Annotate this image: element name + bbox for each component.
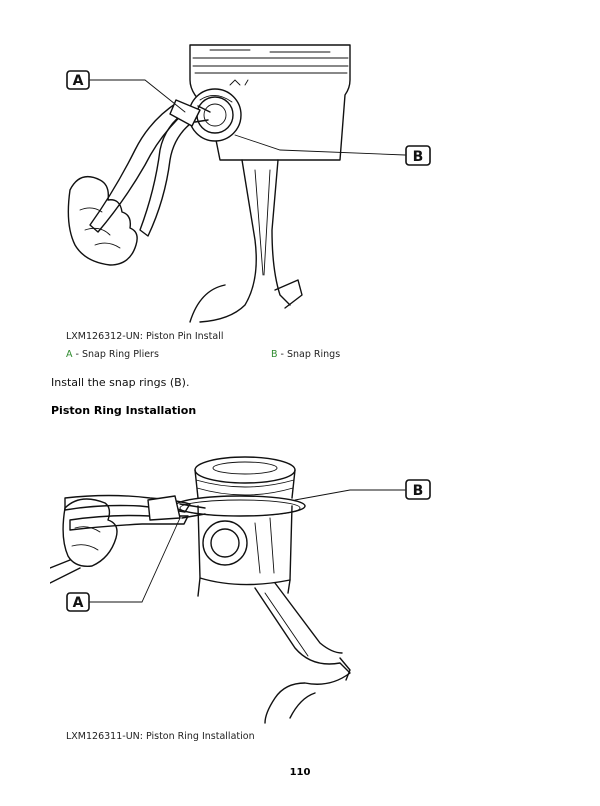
instruction-text: Install the snap rings (B). xyxy=(51,376,190,389)
callout-a: A xyxy=(66,592,90,612)
svg-text:A: A xyxy=(73,595,84,611)
legend-key-a: A xyxy=(66,349,73,360)
callout-b: B xyxy=(405,479,431,500)
legend-text-a: - Snap Ring Pliers xyxy=(72,349,159,360)
figure-piston-ring-installation: B A xyxy=(50,448,450,728)
svg-text:B: B xyxy=(413,483,424,499)
svg-text:B: B xyxy=(413,149,424,165)
piston-ring-illustration: B A xyxy=(50,456,431,724)
section-heading: Piston Ring Installation xyxy=(51,404,197,417)
legend-item-b: B - Snap Rings xyxy=(271,349,340,360)
page-number: 110 xyxy=(289,767,311,778)
legend-key-b: B xyxy=(271,349,278,360)
legend-text-b: - Snap Rings xyxy=(277,349,341,360)
callout-b: B xyxy=(405,145,431,166)
callout-a: A xyxy=(66,70,90,90)
figure-caption-1: LXM126312-UN: Piston Pin Install xyxy=(66,331,224,342)
figure-piston-pin-install: A B xyxy=(50,40,450,325)
legend-item-a: A - Snap Ring Pliers xyxy=(66,349,159,360)
svg-text:A: A xyxy=(73,73,84,89)
figure-caption-2: LXM126311-UN: Piston Ring Installation xyxy=(66,731,255,742)
piston-pin-illustration: A B xyxy=(66,44,431,323)
